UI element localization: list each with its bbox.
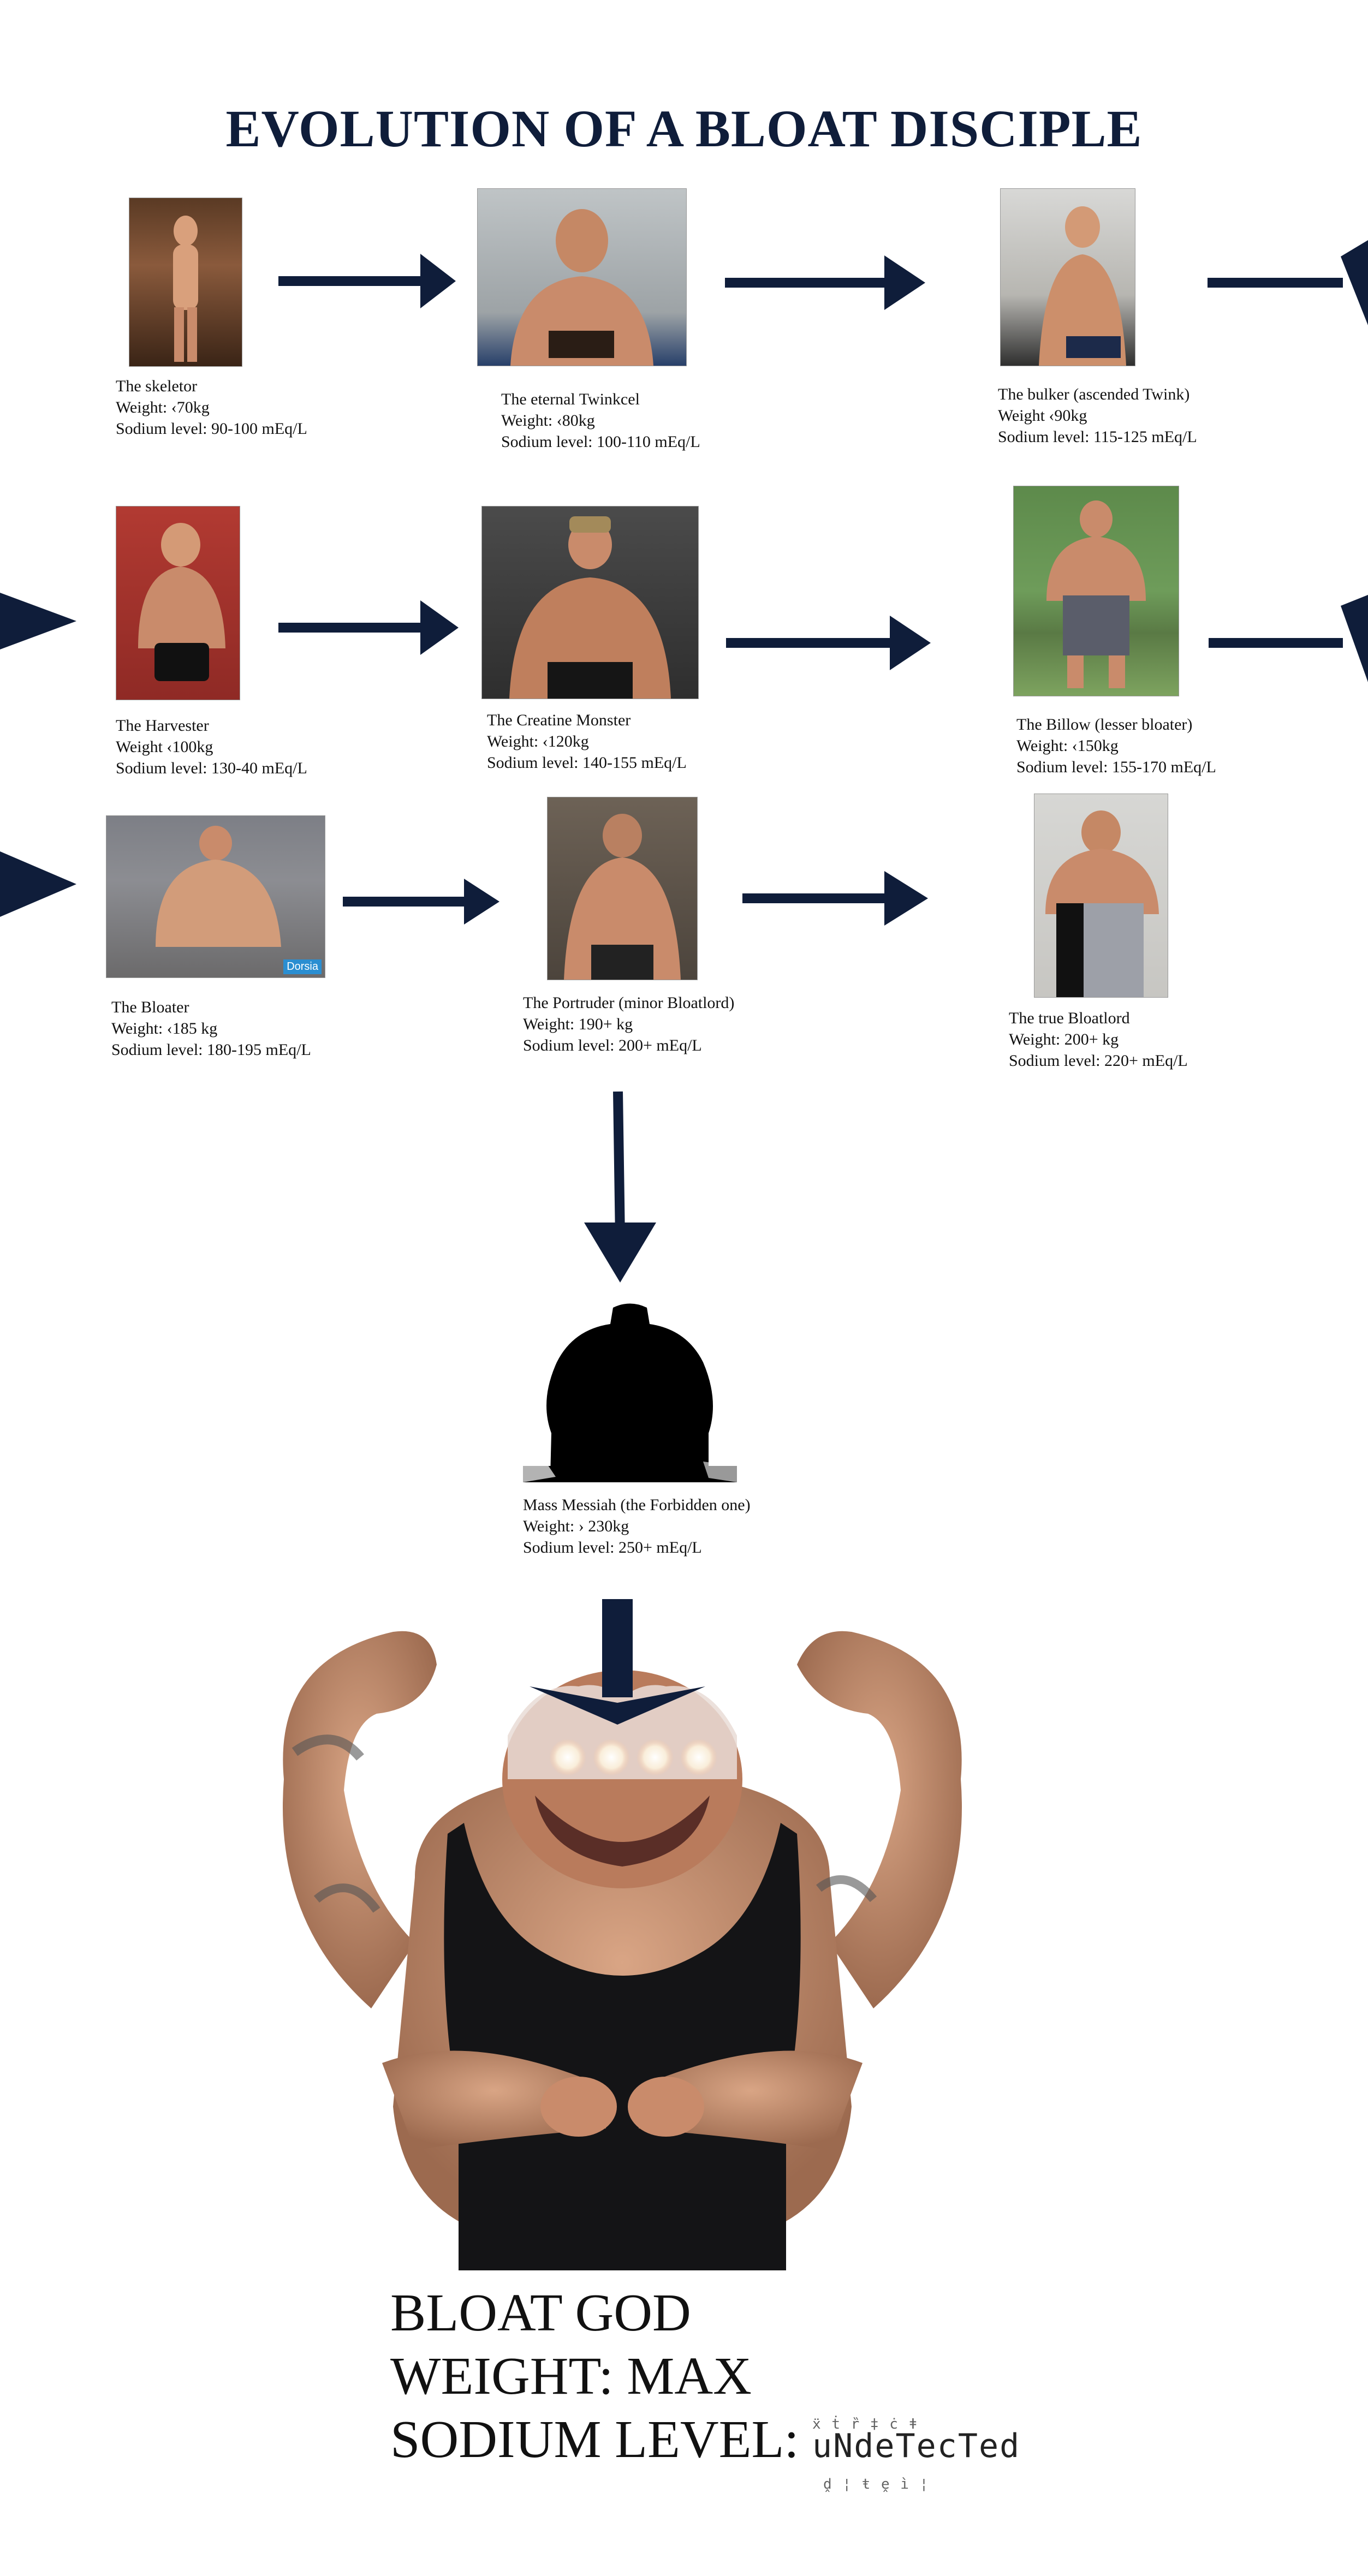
glitch-noise-bottom: ḓ ¦ ŧ ḙ ì ¦ (823, 2476, 930, 2492)
god-name: BLOAT GOD (390, 2283, 691, 2342)
stage-caption: The bulker (ascended Twink) Weight ‹90kg… (998, 385, 1197, 446)
arrow-right-icon (1341, 255, 1368, 283)
stage-photo-twinkcel (477, 188, 687, 366)
arrow-right-icon (420, 254, 456, 308)
god-sodium: SODIUM LEVEL: uNdeTecTed ẍ ṫ ȑ ‡ ċ ǂ ḓ ¦… (390, 2408, 1020, 2492)
stage-photo-portruder (547, 797, 698, 980)
stage-caption: The Creatine Monster Weight: ‹120kg Sodi… (487, 711, 687, 772)
arrow-right-icon (0, 593, 76, 649)
watermark: Dorsia (283, 959, 322, 974)
glitched-sodium-value: uNdeTecTed ẍ ṫ ȑ ‡ ċ ǂ ḓ ¦ ŧ ḙ ì ¦ (812, 2414, 1020, 2492)
page-title: EVOLUTION OF A BLOAT DISCIPLE (225, 99, 1143, 158)
stage-photo-bloater: Dorsia (106, 815, 325, 978)
arrow-down-icon (584, 1223, 656, 1283)
bloat-god-stats: BLOAT GOD WEIGHT: MAX SODIUM LEVEL: uNde… (390, 2281, 1020, 2492)
stage-photo-bloatlord (1034, 794, 1168, 998)
bloat-god-figure (251, 1615, 994, 2270)
stage-photo-skeletor (129, 198, 242, 367)
stage-caption: Mass Messiah (the Forbidden one) Weight:… (523, 1496, 751, 1557)
arrow-right-icon (890, 616, 931, 670)
stage-caption: The true Bloatlord Weight: 200+ kg Sodiu… (1009, 1009, 1188, 1070)
stage-caption: The eternal Twinkcel Weight: ‹80kg Sodiu… (501, 390, 700, 451)
god-sodium-label: SODIUM LEVEL: (390, 2410, 799, 2469)
stage-caption: The Billow (lesser bloater) Weight: ‹150… (1016, 715, 1216, 776)
stage-photo-harvester (116, 506, 240, 700)
stage-caption: The Harvester Weight ‹100kg Sodium level… (116, 717, 307, 777)
stage-photo-creatine-monster (481, 506, 699, 699)
stage-photo-billow (1013, 486, 1179, 696)
arrow-right-icon (884, 871, 928, 926)
stage-caption: The skeletor Weight: ‹70kg Sodium level:… (116, 377, 307, 438)
glitch-noise-top: ẍ ṫ ȑ ‡ ċ ǂ (812, 2416, 919, 2432)
god-weight: WEIGHT: MAX (390, 2347, 752, 2406)
arrow-right-icon (884, 255, 925, 310)
arrow-right-icon (0, 851, 76, 917)
stage-photo-bulker (1000, 188, 1135, 366)
arrow-right-icon (420, 600, 459, 655)
arrow-right-icon (464, 879, 499, 925)
mass-messiah-silhouette (523, 1302, 737, 1488)
stage-caption: The Portruder (minor Bloatlord) Weight: … (523, 994, 735, 1054)
stage-caption: The Bloater Weight: ‹185 kg Sodium level… (111, 998, 311, 1059)
